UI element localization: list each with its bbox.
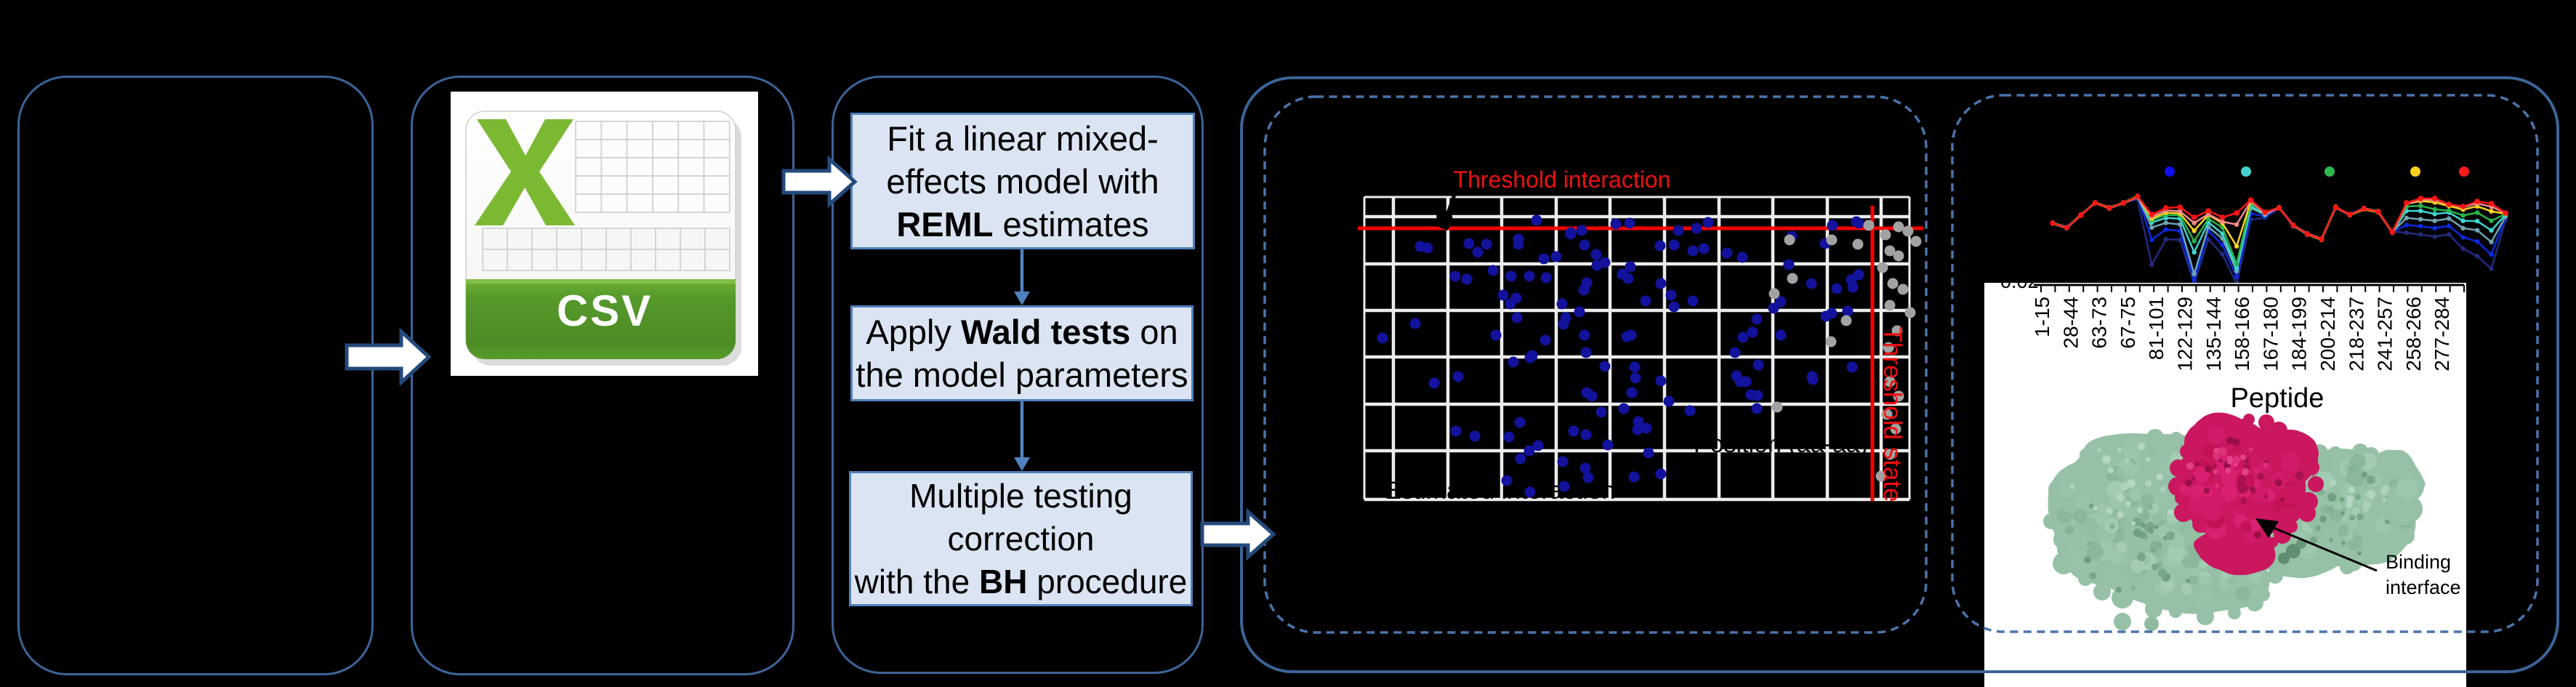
- svg-text:81-101: 81-101: [2145, 297, 2168, 360]
- svg-text:Threshold interaction: Threshold interaction: [1454, 166, 1671, 193]
- svg-text:200-214: 200-214: [2317, 297, 2339, 371]
- svg-text:28-44: 28-44: [2059, 297, 2082, 349]
- svg-text:Binding: Binding: [2386, 551, 2451, 573]
- svg-text:258-266: 258-266: [2402, 297, 2425, 371]
- svg-text:CSV: CSV: [557, 286, 653, 335]
- svg-text:63-73: 63-73: [2088, 297, 2111, 349]
- svg-text:Threshold state: Threshold state: [1878, 326, 1907, 502]
- svg-text:184-199: 184-199: [2288, 297, 2311, 371]
- svg-text:277-284: 277-284: [2431, 297, 2453, 371]
- svg-text:218-237: 218-237: [2345, 297, 2367, 371]
- svg-text:67-75: 67-75: [2117, 297, 2139, 349]
- svg-text:122-129: 122-129: [2174, 297, 2197, 371]
- svg-text:1-15: 1-15: [2031, 297, 2053, 337]
- svg-text:Estimated interaction: Estimated interaction: [1385, 477, 1616, 505]
- svg-text:Peptide: Peptide: [2231, 383, 2325, 414]
- svg-text:135-144: 135-144: [2202, 297, 2225, 371]
- svg-text:Position (aa-aa): Position (aa-aa): [1694, 430, 1868, 458]
- svg-text:interface: interface: [2386, 576, 2461, 598]
- svg-text:0.02: 0.02: [2000, 283, 2039, 292]
- svg-text:158-166: 158-166: [2231, 297, 2253, 371]
- svg-text:241-257: 241-257: [2374, 297, 2396, 371]
- svg-text:167-180: 167-180: [2259, 297, 2282, 371]
